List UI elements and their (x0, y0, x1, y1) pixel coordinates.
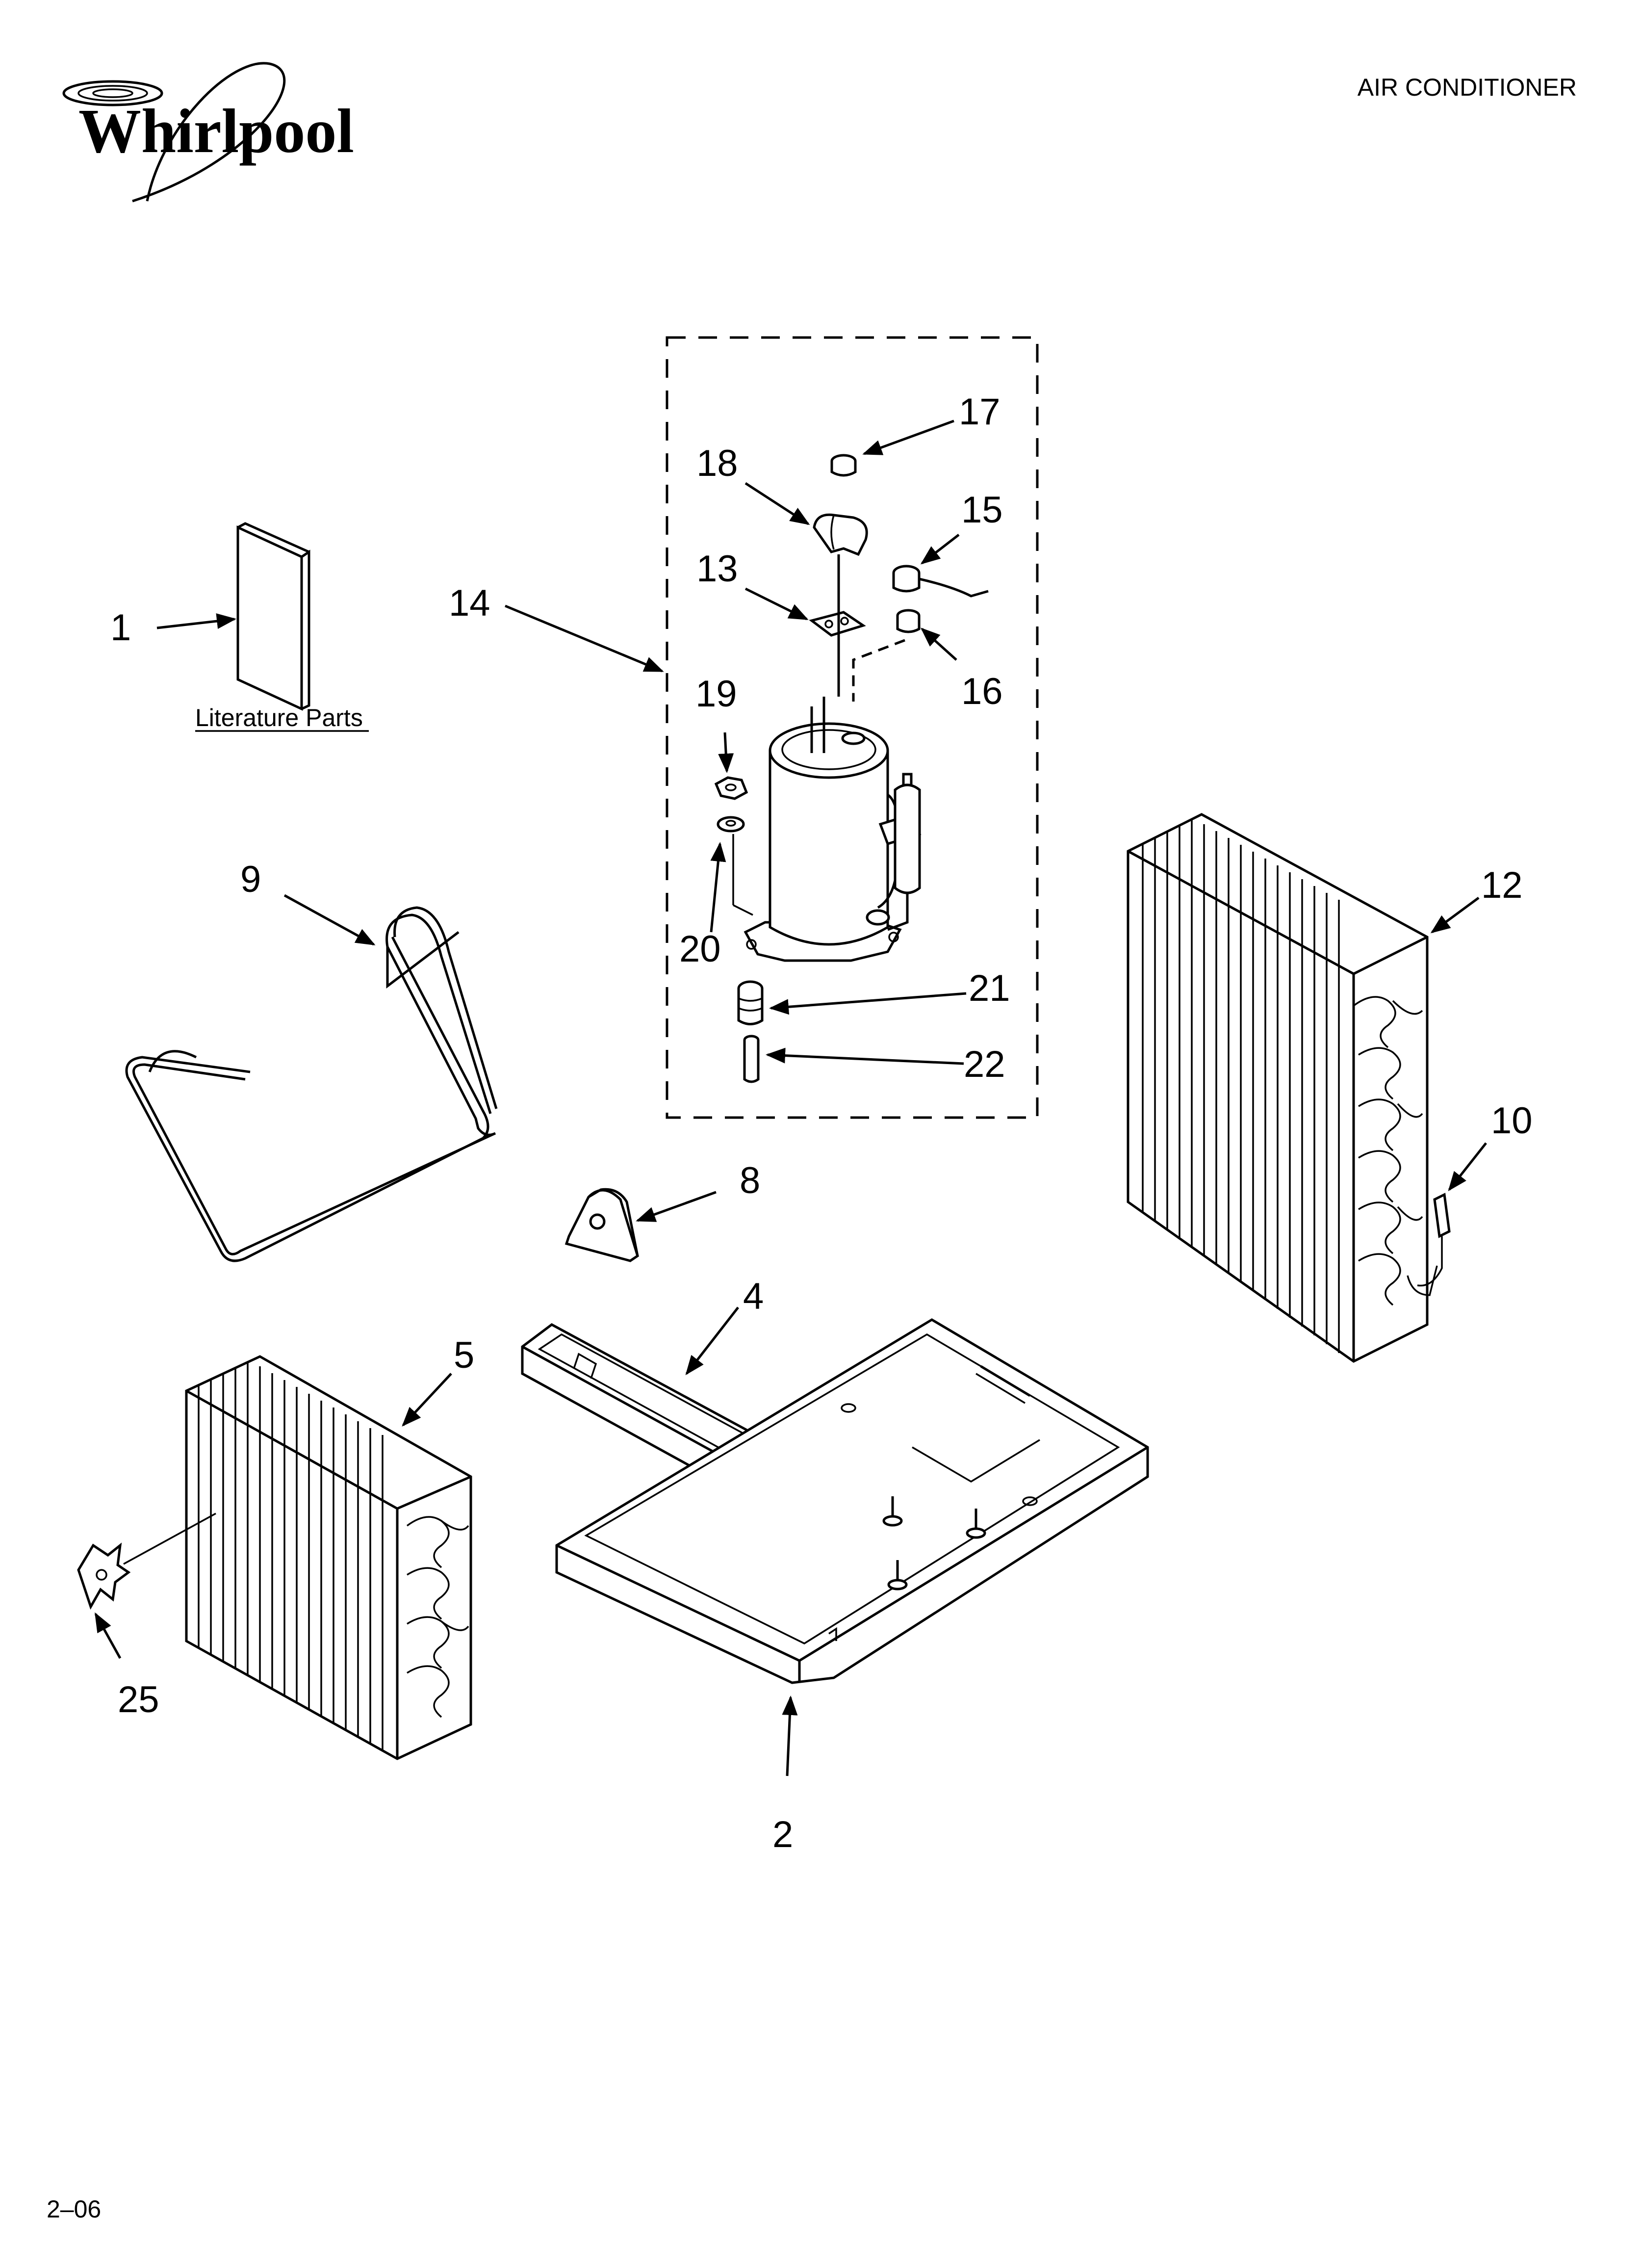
mounting-washer (717, 816, 745, 833)
callout-13: 13 (696, 548, 738, 590)
base-pan (555, 1318, 1149, 1684)
callout-18: 18 (696, 443, 738, 484)
accumulator (866, 773, 922, 931)
grommet (896, 609, 921, 633)
mount-sleeve (743, 1035, 760, 1083)
callout-9: 9 (240, 859, 261, 900)
thermistor-sensor (1417, 1193, 1451, 1287)
whirlpool-logo: Whirlpool (62, 62, 354, 203)
evaporator-coil (185, 1355, 472, 1760)
callout-21: 21 (969, 967, 1010, 1009)
callout-25: 25 (118, 1679, 159, 1721)
drain-heater-wire (125, 906, 498, 1262)
brand-logo-text: Whirlpool (78, 96, 354, 166)
footer-code: 2–06 (47, 2195, 101, 2223)
callout-10: 10 (1491, 1100, 1533, 1142)
mounting-bracket (564, 1188, 639, 1262)
terminal-cover (813, 513, 868, 556)
coil-clip (77, 1542, 131, 1610)
callout-4: 4 (743, 1276, 764, 1317)
callout-15: 15 (961, 489, 1003, 531)
callout-19: 19 (695, 673, 737, 715)
literature-booklet (236, 522, 310, 711)
page-title: AIR CONDITIONER (1358, 74, 1577, 101)
callout-22: 22 (964, 1043, 1005, 1085)
overload-protector (892, 565, 989, 598)
compressor (744, 697, 902, 962)
callout-20: 20 (679, 928, 721, 970)
terminal-nut (830, 454, 857, 477)
condenser-coil (1127, 813, 1438, 1363)
callout-16: 16 (961, 671, 1003, 712)
literature-parts-label: Literature Parts (195, 704, 363, 731)
callout-1: 1 (110, 607, 131, 649)
callout-14: 14 (449, 582, 490, 624)
callout-8: 8 (740, 1160, 760, 1201)
rubber-mount (737, 980, 764, 1025)
callout-17: 17 (959, 391, 1001, 433)
compressor-assembly-box (666, 336, 1039, 1119)
mounting-nut (714, 776, 748, 800)
callout-5: 5 (454, 1334, 474, 1376)
mounting-studs (841, 1403, 1038, 1590)
callout-2: 2 (772, 1814, 793, 1855)
callout-12: 12 (1481, 864, 1523, 906)
